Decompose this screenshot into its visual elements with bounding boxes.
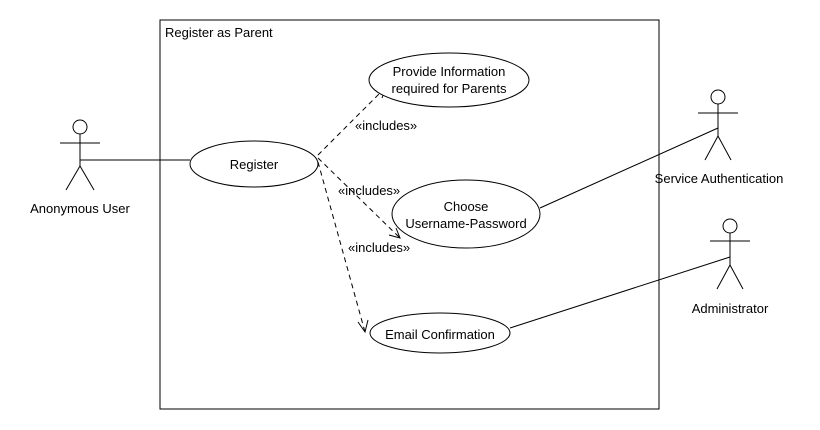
use-case-label-line-1: Choose: [444, 199, 489, 214]
include-label-email-confirmation: «includes»: [348, 240, 410, 255]
use-case-provide-information[interactable]: Provide Information required for Parents: [368, 52, 530, 108]
actor-leg-left: [65, 165, 81, 191]
use-case-ellipse: [369, 312, 511, 354]
actor-leg-left: [716, 264, 731, 290]
use-case-label-email-confirmation: Email Confirmation: [385, 327, 495, 342]
actor-label-anonymous-user: Anonymous User: [30, 201, 130, 216]
system-title: Register as Parent: [165, 25, 273, 40]
actor-label-administrator: Administrator: [692, 301, 769, 316]
actor-leg-left: [704, 135, 719, 161]
include-email-confirmation: [317, 161, 369, 334]
use-case-label-line-2: Username-Password: [405, 216, 526, 231]
actor-leg-right: [717, 135, 732, 161]
include-line: [317, 86, 387, 156]
use-case-register[interactable]: Register: [189, 140, 319, 188]
include-label-provide-info: «includes»: [355, 118, 417, 133]
actor-head: [72, 119, 88, 135]
association-email-admin: [509, 256, 731, 329]
use-case-label-line-2: required for Parents: [392, 81, 507, 96]
use-case-label-register: Register: [230, 157, 279, 172]
use-case-ellipse: [391, 179, 541, 249]
include-choose-credentials: [317, 157, 401, 239]
include-line: [317, 157, 401, 239]
use-case-label-line-1: Provide Information: [393, 64, 506, 79]
use-case-email-confirmation[interactable]: Email Confirmation: [369, 312, 511, 354]
actor-head: [722, 218, 738, 234]
association-choose-service-auth: [539, 127, 719, 209]
include-line: [317, 161, 366, 333]
actor-administrator[interactable]: Administrator: [692, 218, 769, 316]
use-case-ellipse: [189, 140, 319, 188]
actor-head: [710, 89, 726, 105]
actor-leg-right: [729, 264, 744, 290]
actor-leg-right: [79, 165, 95, 191]
include-label-choose-credentials: «includes»: [338, 183, 400, 198]
arrowhead: [357, 319, 369, 334]
use-case-choose-username-password[interactable]: Choose Username-Password: [391, 179, 541, 249]
use-case-ellipse: [368, 52, 530, 108]
arrowhead: [388, 227, 401, 239]
actor-anonymous-user[interactable]: Anonymous User: [30, 119, 131, 216]
actor-label-service-authentication: Service Authentication: [655, 171, 784, 186]
actor-service-authentication[interactable]: Service Authentication: [655, 89, 784, 186]
system-boundary: [159, 19, 660, 410]
